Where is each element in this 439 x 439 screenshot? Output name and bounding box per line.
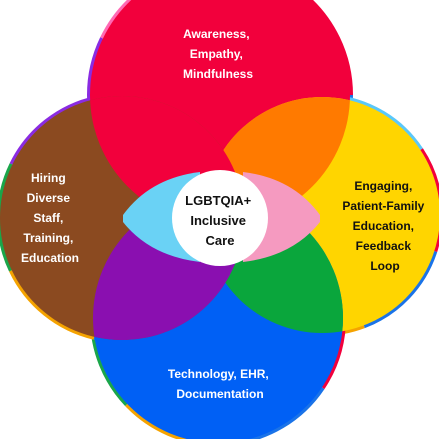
label-awareness: Awareness, Empathy, Mindfulness [183,27,253,81]
rim-segment [87,0,353,228]
center-circle [172,170,268,266]
overlap-left-top [90,96,244,225]
label-engaging: Engaging, Patient-Family Education, Feed… [342,179,427,273]
label-center: LGBTQIA+ Inclusive Care [185,193,255,248]
label-hiring: Hiring Diverse Staff, Training, Educatio… [21,171,79,265]
label-technology: Technology, EHR, Documentation [168,367,272,401]
rim-segment [87,0,353,228]
